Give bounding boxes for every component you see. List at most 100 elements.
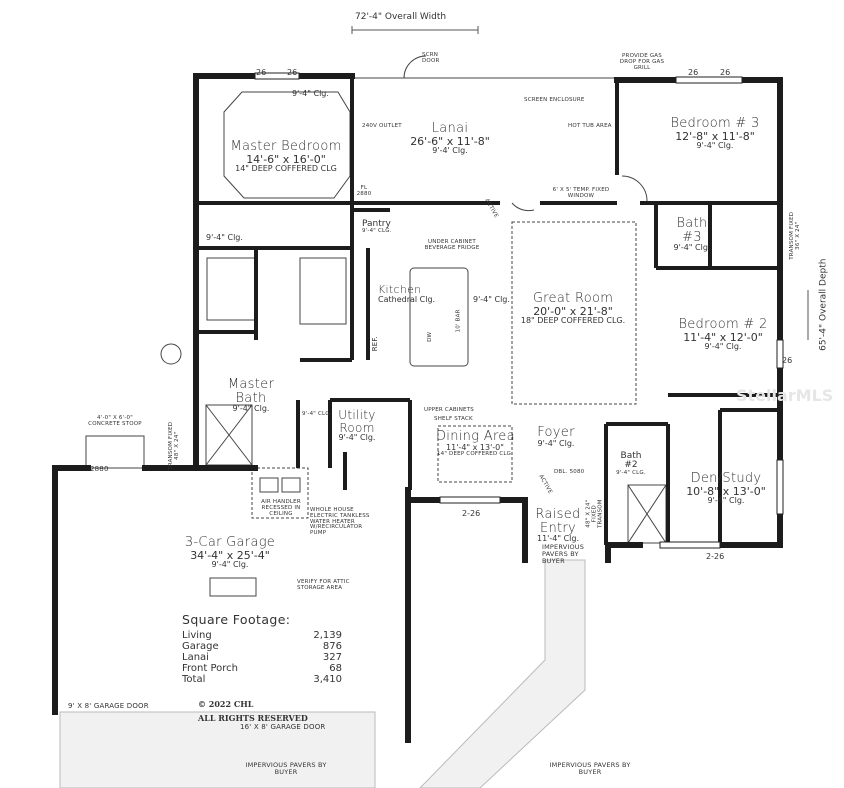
room-clg: 9'-4" Clg. [211, 560, 249, 570]
interior-walls [196, 76, 780, 545]
room-clg: 9'-4" Clg. [696, 141, 734, 151]
sqft-row: Garage 876 [182, 641, 342, 652]
room-clg: Cathedral Clg. [378, 294, 436, 304]
note-screen-door: SCRN DOOR [422, 52, 440, 64]
room-clg: 9'-4" Clg. [362, 228, 392, 235]
note-attic: VERIFY FOR ATTIC STORAGE AREA [297, 579, 350, 591]
sqft-value: 3,410 [313, 674, 342, 685]
sqft-row: Living 2,139 [182, 630, 342, 641]
sqft-value: 876 [322, 641, 342, 652]
room-size: 26'-6" x 11'-8" [410, 134, 490, 148]
note-240v-outlet: 240V OUTLET [362, 123, 402, 129]
sqft-row: Total 3,410 [182, 674, 342, 685]
room-master-bedroom: Master Bedroom 14'-6" x 16'-0" 14" DEEP … [226, 140, 346, 174]
window-size: 26 [256, 68, 267, 77]
room-great-room: Great Room 20'-0" x 21'-8" 18" DEEP COFF… [518, 292, 628, 326]
square-footage-table: Square Footage: Living 2,139 Garage 876 La… [182, 612, 342, 685]
room-clg: 9'-4" Clg. [673, 243, 711, 253]
note-beverage-fridge: UNDER CABINET BEVERAGE FRIDGE [424, 239, 480, 251]
note-garage-door-9x8: 9' X 8' GARAGE DOOR [68, 702, 149, 710]
note-water-heater: WHOLE HOUSE ELECTRIC TANKLESS WATER HEAT… [310, 507, 370, 537]
note-double-door: DBL. 5080 [554, 469, 585, 475]
room-bath-3: Bath #3 9'-4" Clg. [672, 217, 712, 253]
dimension-lines [351, 26, 809, 340]
room-den-study: Den/Study 10'-8" x 13'-0" 9'-4" Clg. [676, 472, 776, 506]
sqft-value: 327 [322, 652, 342, 663]
pavers [59, 559, 586, 788]
room-clg: 9'-4" Clg. [707, 496, 745, 506]
room-foyer: Foyer 9'-4" Clg. [534, 426, 578, 448]
note-gas-drop: PROVIDE GAS DROP FOR GAS GRILL [619, 53, 665, 71]
room-clg: 11'-4" Clg. [536, 534, 579, 544]
room-clg: 9'-4" Clg. [537, 438, 575, 448]
note-pavers-drive: IMPERVIOUS PAVERS BY BUYER [245, 761, 327, 776]
room-name: Lanai [431, 121, 469, 136]
note-upper-cabinets: UPPER CABINETS [424, 407, 474, 413]
ceiling-height: 9'-4" Clg. [302, 411, 332, 417]
sqft-value: 68 [329, 663, 342, 674]
room-bath-2: Bath #2 9'-4" Clg. [616, 451, 646, 477]
copyright-line: ALL RIGHTS RESERVED [198, 713, 308, 723]
window-size: 26 [688, 68, 699, 77]
room-name: Bedroom # 3 [670, 116, 760, 131]
room-name: Foyer [537, 425, 575, 440]
ceiling-height: 9'-4" Clg. [292, 89, 329, 98]
room-utility: Utility Room 9'-4" Clg. [336, 409, 378, 443]
room-clg: 9'-4" Clg. [704, 342, 742, 352]
room-size: 20'-0" x 21'-8" [533, 304, 613, 318]
room-master-bath: Master Bath 9'-4" Clg. [226, 378, 276, 414]
room-note: 18" DEEP COFFERED CLG. [520, 316, 626, 326]
room-size: 10'-8" x 13'-0" [686, 484, 766, 498]
window-size: 2-26 [706, 552, 725, 561]
note-concrete-stoop: 4'-0" x 6'-0" CONCRETE STOOP [88, 415, 142, 427]
room-name: Dining Area [436, 429, 515, 444]
note-refrigerator: Ref. [370, 336, 379, 352]
room-size: 11'-4" x 13'-0" [446, 442, 504, 452]
note-door-2880: 2880 [90, 465, 109, 473]
watermark: StellarMLS [736, 386, 834, 405]
room-name: Utility Room [338, 408, 376, 435]
note-air-handler: AIR HANDLER RECESSED IN CEILING [261, 499, 301, 517]
room-clg: 9'-4" Clg. [616, 469, 646, 476]
note-garage-door-16x8: 16' X 8' GARAGE DOOR [240, 723, 326, 731]
room-name: Pantry [362, 219, 391, 229]
room-name: Bedroom # 2 [678, 317, 768, 332]
note-temp-window: 6' x 5' TEMP. FIXED WINDOW [552, 187, 610, 199]
sqft-label: Lanai [182, 652, 209, 663]
room-name: Kitchen [378, 283, 422, 296]
sqft-label: Total [182, 674, 206, 685]
copyright-line: © 2022 CHL [198, 699, 254, 709]
room-kitchen: Kitchen Cathedral Clg. [378, 284, 435, 304]
room-name: Master Bath [227, 377, 275, 406]
note-bar: 10' BAR [455, 309, 462, 333]
exterior-walls [52, 73, 783, 743]
sqft-label: Living [182, 630, 212, 641]
copyright: © 2022 CHL ALL RIGHTS RESERVED [198, 697, 308, 725]
room-name: Master Bedroom [230, 139, 342, 154]
square-footage-title: Square Footage: [182, 612, 291, 627]
note-hot-tub: HOT TUB AREA [568, 123, 612, 129]
note-transom-entry: 48" X 24" FIXED TRANSOM [585, 499, 603, 529]
room-size: 11'-4" x 12'-0" [683, 330, 763, 344]
room-name: Den/Study [690, 471, 762, 486]
sqft-value: 2,139 [313, 630, 342, 641]
room-name: 3-Car Garage [184, 535, 276, 550]
room-size: 12'-8" x 11'-8" [675, 129, 755, 143]
note-shelf-stack: SHELF STACK [434, 416, 473, 422]
note-transom-right: TRANSOM FIXED 36" X 24" [789, 211, 801, 260]
room-note: 14" DEEP COFFERED CLG [235, 164, 337, 174]
room-clg: 9'-4' Clg. [432, 146, 468, 156]
note-transom-left: TRANSOM FIXED 48" X 24" [168, 421, 180, 470]
room-clg: 9'-4" Clg. [338, 433, 376, 443]
room-size: 14'-6" x 16'-0" [246, 152, 326, 166]
sqft-label: Garage [182, 641, 219, 652]
ceiling-height: 9'-4" Clg. [206, 233, 243, 242]
room-name: Bath #2 [620, 451, 642, 471]
note-pavers-entry: IMPERVIOUS PAVERS BY BUYER [542, 543, 585, 565]
overall-depth-label: 65'-4" Overall Depth [818, 258, 829, 351]
room-name: Great Room [532, 291, 614, 306]
room-size: 34'-4" x 25'-4" [190, 548, 270, 562]
